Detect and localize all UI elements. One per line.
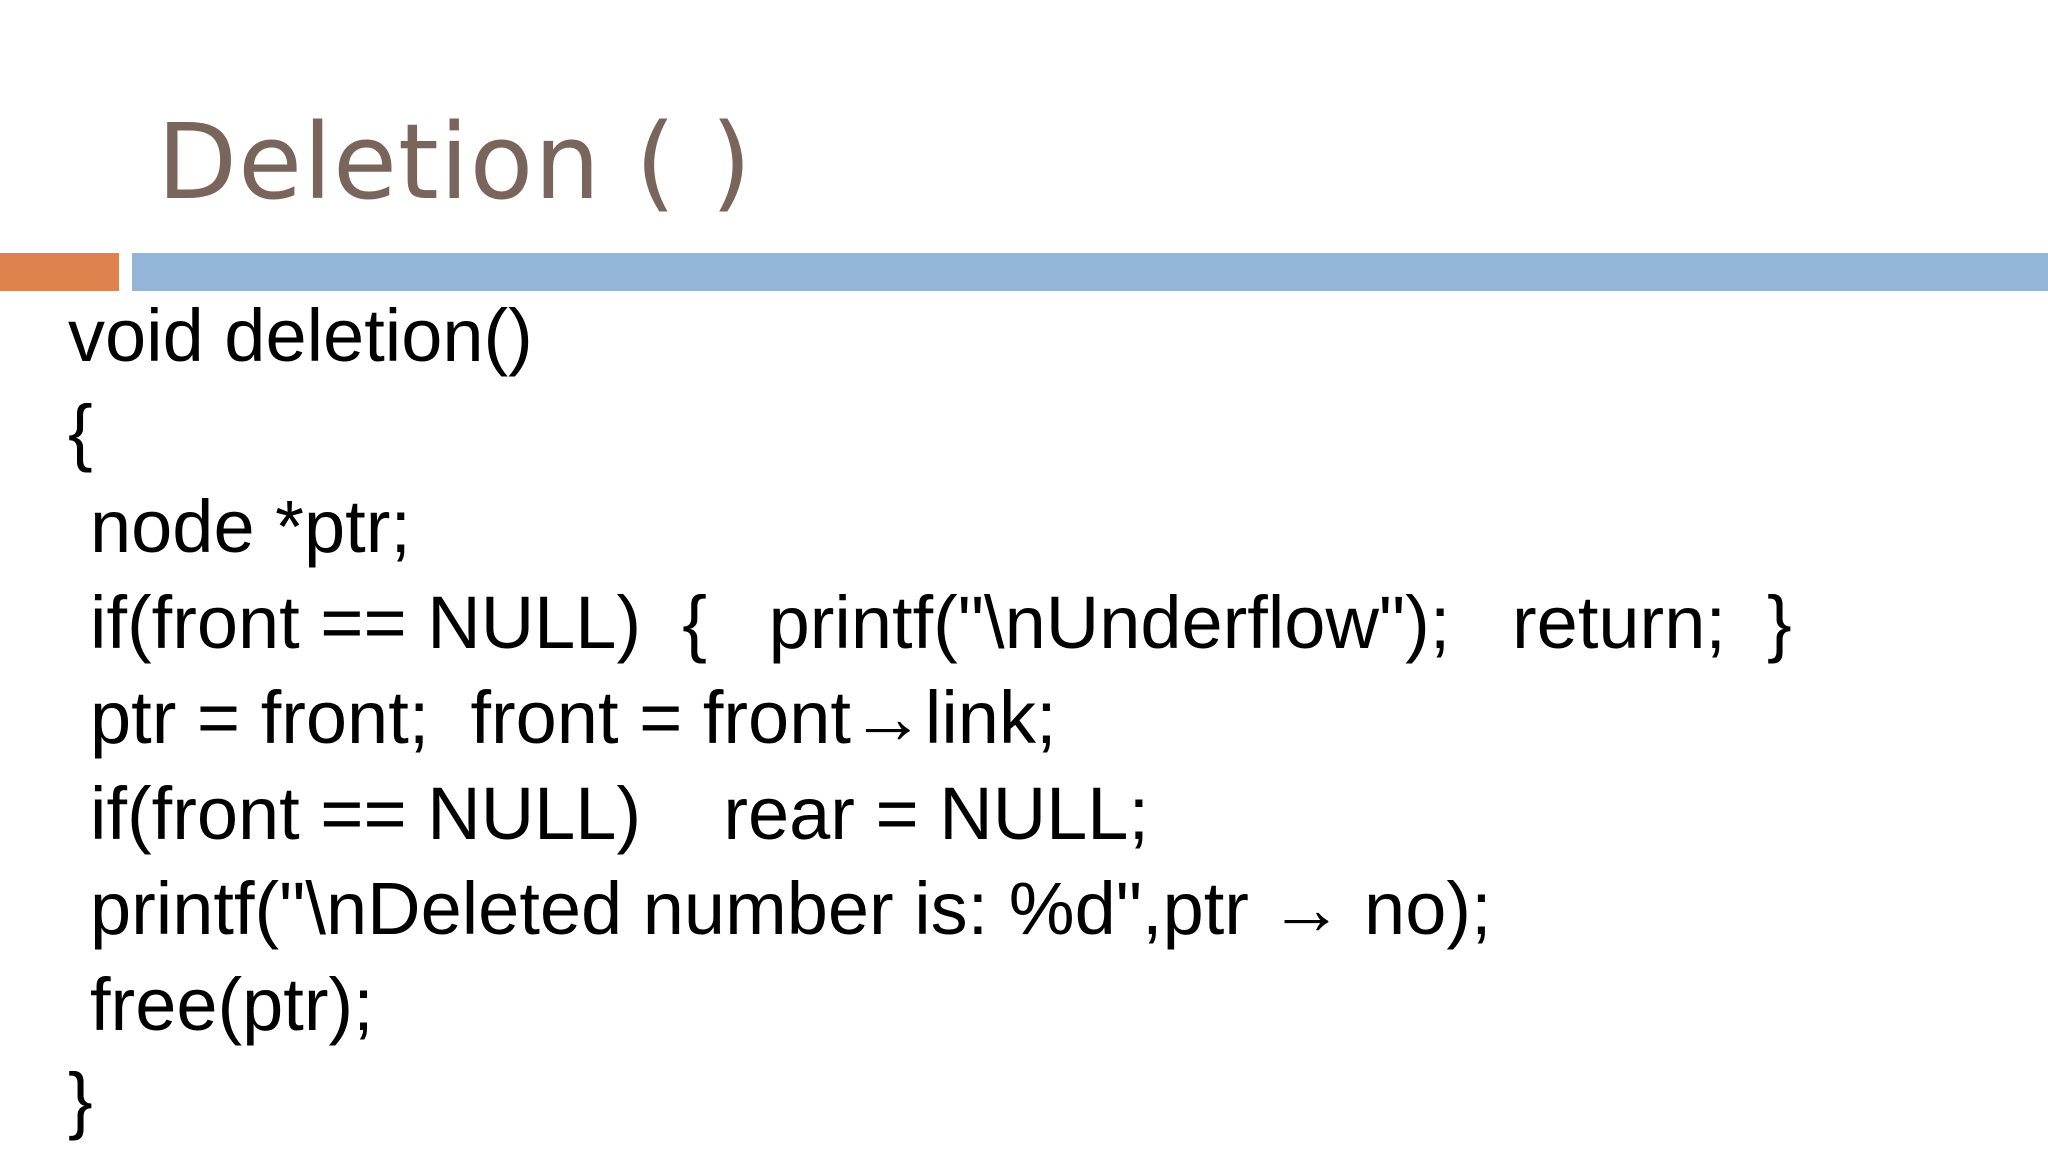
code-line-function-signature: void deletion() [68, 294, 533, 377]
code-line-rear-reset: if(front == NULL) rear = NULL; [90, 771, 1150, 855]
code-line-print-deleted: printf("\nDeleted number is: %d",ptr → n… [90, 867, 1492, 950]
accent-bar-blue [132, 253, 2048, 291]
code-line-advance-front: ptr = front; front = front→link; [90, 676, 1057, 759]
code-line-free: free(ptr); [90, 962, 374, 1046]
code-line-underflow-check: if(front == NULL) { printf("\nUnderflow"… [90, 580, 1792, 664]
accent-bar-orange [0, 253, 119, 291]
code-line-declaration: node *ptr; [90, 485, 411, 568]
slide-title: Deletion ( ) [157, 101, 753, 223]
code-block: void deletion() { node *ptr; if(front ==… [68, 288, 1792, 1148]
code-line-close-brace: } [68, 1058, 93, 1141]
code-line-open-brace: { [68, 389, 93, 473]
